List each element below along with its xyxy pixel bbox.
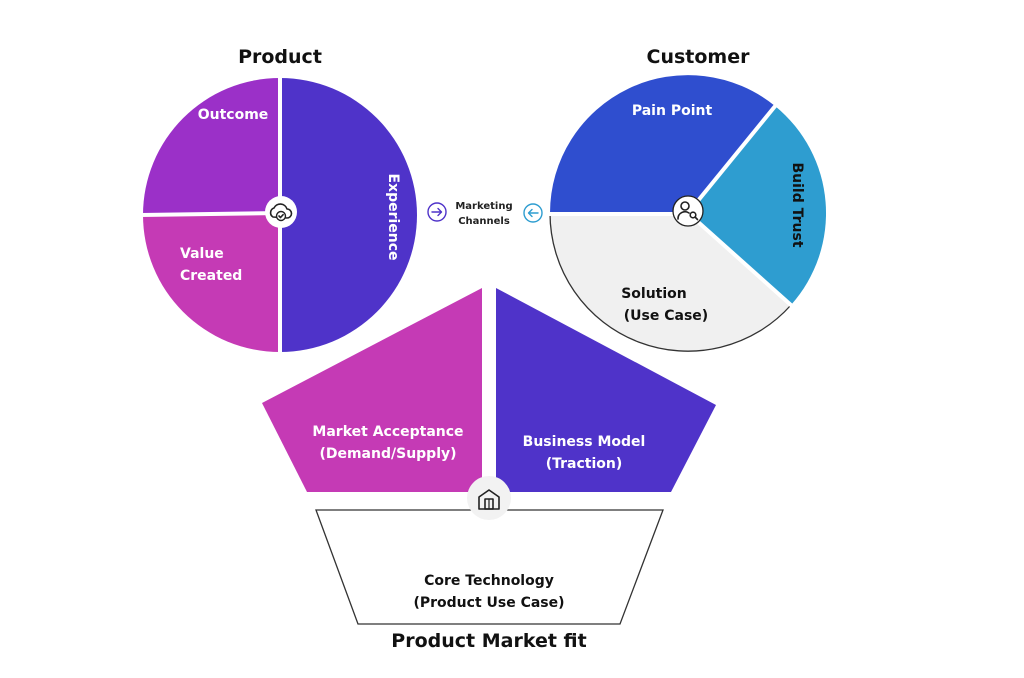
arrow-right-icon (427, 202, 447, 222)
experience-segment (280, 78, 417, 352)
outcome-segment (143, 78, 280, 215)
marketing-channels-line1: Marketing (455, 201, 512, 212)
pain-point-label: Pain Point (632, 103, 713, 119)
product-title: Product (238, 46, 322, 68)
product-divider-horizontal (140, 211, 281, 217)
marketing-channels: Marketing Channels (427, 201, 543, 227)
building-icon (467, 476, 511, 520)
pain-point-segment (550, 75, 775, 213)
market-acceptance-segment (262, 288, 482, 492)
product-market-fit-title: Product Market fit (391, 630, 586, 652)
build-trust-segment (688, 106, 827, 305)
market-acceptance-line2: (Demand/Supply) (319, 446, 456, 462)
cloud-check-icon (265, 196, 297, 228)
solution-label-line1: Solution (621, 286, 687, 302)
marketing-channels-line2: Channels (458, 216, 510, 227)
customer-title: Customer (647, 46, 751, 68)
build-trust-label: Build Trust (789, 162, 805, 247)
value-created-label-line1: Value (180, 246, 224, 262)
solution-segment (549, 212, 792, 352)
customer-circle: Pain Point Build Trust Solution (Use Cas… (548, 75, 827, 352)
value-created-label-line2: Created (180, 268, 242, 284)
business-model-line2: (Traction) (546, 456, 623, 472)
product-circle: Outcome Value Created Experience (140, 76, 417, 354)
customer-divider-1 (686, 103, 778, 215)
experience-label: Experience (385, 173, 401, 260)
house-diagram: Market Acceptance (Demand/Supply) Busine… (262, 288, 716, 625)
core-technology-line1: Core Technology (424, 573, 554, 589)
business-model-line1: Business Model (523, 434, 646, 450)
arrow-left-icon (523, 203, 543, 223)
solution-label-line2: (Use Case) (624, 308, 708, 324)
core-technology-line2: (Product Use Case) (413, 595, 564, 611)
customer-divider-2 (686, 211, 794, 308)
outcome-label: Outcome (198, 107, 269, 123)
core-technology-base (315, 509, 664, 625)
user-search-icon (672, 195, 704, 227)
business-model-segment (496, 288, 716, 492)
value-created-segment (143, 215, 280, 352)
market-acceptance-line1: Market Acceptance (312, 424, 463, 440)
